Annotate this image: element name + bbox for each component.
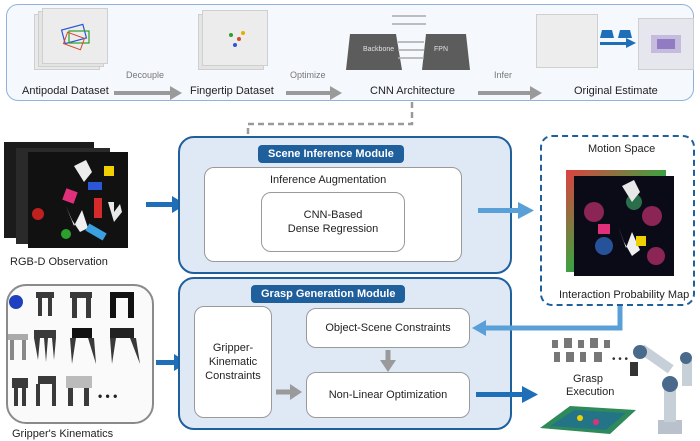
rgbd-observation-label: RGB-D Observation: [10, 256, 108, 268]
grasp-execution-scene-graphic: [540, 406, 636, 434]
object-to-optimization-arrow: [380, 350, 396, 372]
estimate-arrow: [600, 30, 636, 48]
original-estimate-output-image: [638, 18, 694, 70]
gripper-icons-graphic: [8, 292, 140, 406]
cnn-dense-regression-line1: CNN-Based: [303, 208, 363, 221]
gripper-constraints-line2: Kinematic: [208, 355, 258, 368]
motion-to-constraints-arrow: [472, 306, 623, 336]
optimization-to-execution-arrow: [476, 386, 538, 403]
gripper-to-optimization-arrow: [276, 384, 302, 400]
infer-label: Infer: [494, 70, 513, 80]
cnn-dense-regression-box: CNN-Based Dense Regression: [261, 192, 405, 252]
non-linear-optimization-box: Non-Linear Optimization: [306, 372, 470, 418]
scene-inference-module-title: Scene Inference Module: [258, 145, 404, 163]
cnn-dense-regression-line2: Dense Regression: [287, 223, 379, 235]
interaction-map-label: Interaction Probability Map: [559, 289, 690, 301]
estimate-heatmap-graphic: [651, 35, 681, 53]
infer-arrow: [478, 86, 542, 100]
gripper-constraints-line3: Constraints: [205, 370, 261, 383]
inference-augmentation-label: Inference Augmentation: [270, 174, 387, 186]
gripper-constraints-line1: Gripper-: [212, 341, 254, 354]
antipodal-dataset-label: Antipodal Dataset: [22, 85, 109, 97]
fpn-label: FPN: [434, 46, 448, 53]
motion-space-box: [540, 135, 695, 306]
original-estimate-input-image: [536, 14, 598, 68]
non-linear-optimization-label: Non-Linear Optimization: [328, 388, 448, 401]
motion-space-label: Motion Space: [588, 143, 656, 155]
cnn-architecture-graphic: [346, 15, 470, 70]
scene-to-motion-arrow: [478, 202, 534, 219]
gripper-kinematics-label: Gripper's Kinematics: [12, 428, 114, 440]
object-scene-constraints-box: Object-Scene Constraints: [306, 308, 470, 348]
decouple-arrow: [114, 86, 182, 100]
robot-arm-graphic: [630, 344, 692, 434]
antipodal-dataset-image-front: [42, 8, 108, 64]
grasp-execution-label-line1: Grasp: [573, 373, 603, 385]
rgbd-observation-image: [28, 152, 128, 248]
backbone-label: Backbone: [363, 46, 395, 53]
fingertip-dataset-image: [202, 10, 268, 66]
optimize-arrow: [286, 86, 342, 100]
kinematics-ellipsis: • • •: [98, 389, 118, 403]
decouple-label: Decouple: [126, 70, 165, 80]
grasp-generation-module-title: Grasp Generation Module: [251, 285, 406, 303]
fingertip-dataset-label: Fingertip Dataset: [190, 85, 274, 97]
grasp-execution-label-line2: Execution: [566, 386, 615, 398]
grasp-candidates-graphic: • • •: [552, 338, 629, 365]
cnn-architecture-label: CNN Architecture: [370, 85, 455, 97]
original-estimate-label: Original Estimate: [574, 85, 658, 97]
gripper-kinematic-constraints-box: Gripper- Kinematic Constraints: [194, 306, 272, 418]
fingertip-points-graphic: [229, 31, 245, 47]
optimize-label: Optimize: [290, 70, 326, 80]
svg-text:• • •: • • •: [612, 354, 629, 365]
object-scene-constraints-label: Object-Scene Constraints: [325, 321, 451, 334]
interaction-map-image: [574, 176, 674, 276]
grasp-rectangles-graphic: [60, 23, 90, 51]
interaction-map-graphic: [584, 180, 665, 265]
rgbd-scene-graphic: [32, 160, 122, 241]
